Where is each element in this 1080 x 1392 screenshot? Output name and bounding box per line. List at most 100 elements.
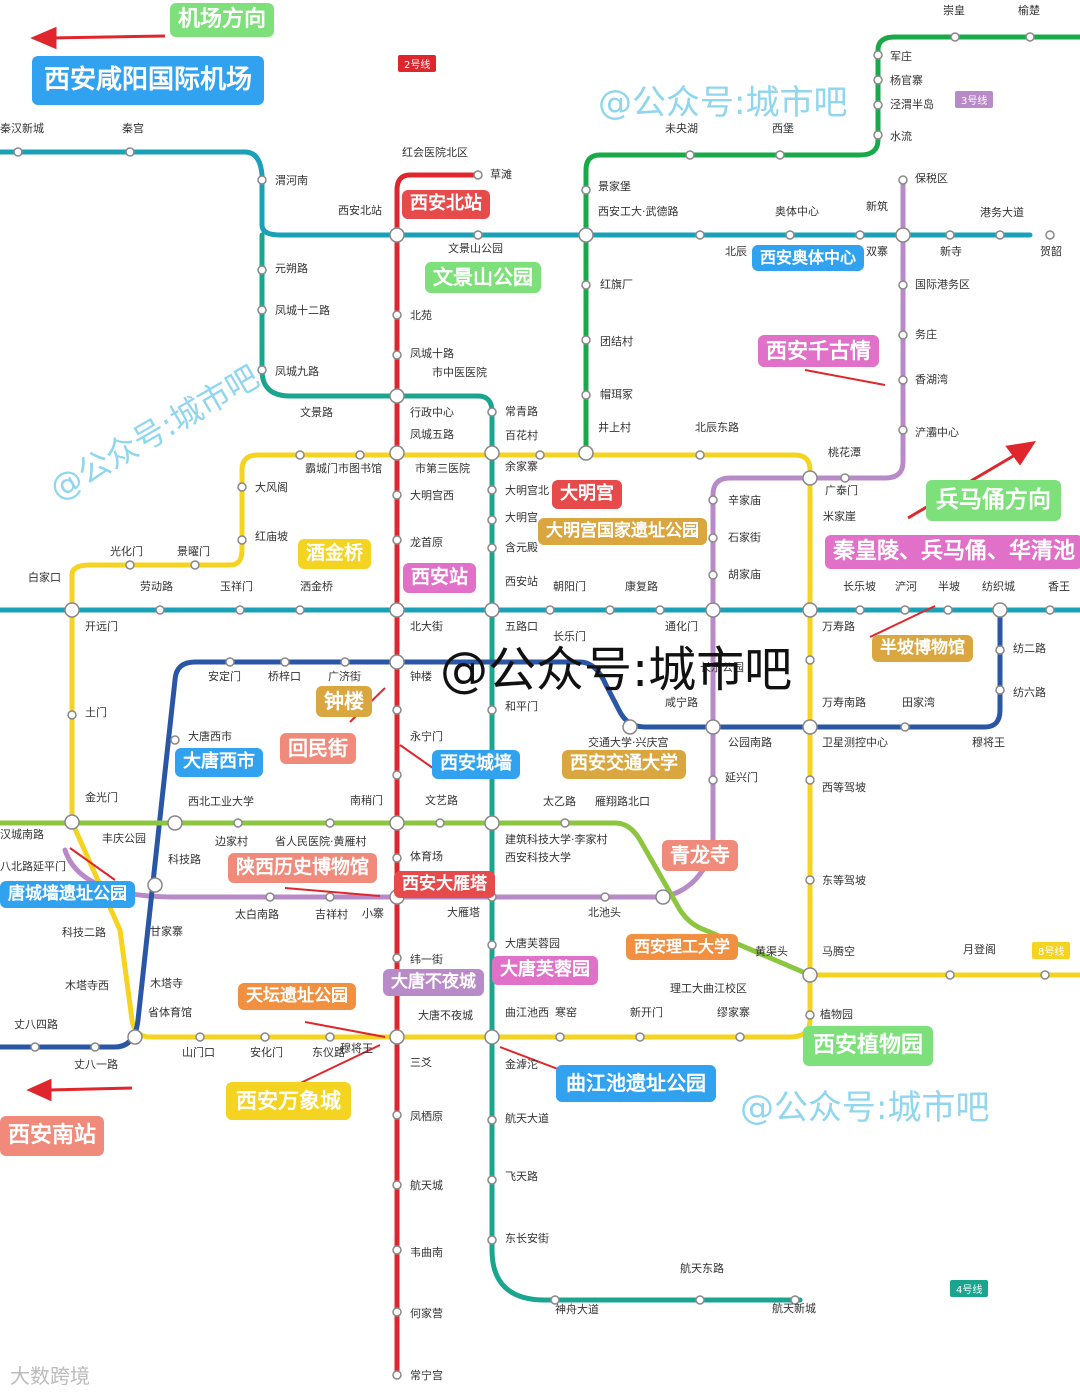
xian-station-label: 西安站 <box>403 563 477 593</box>
station-xianghuwan: 香湖湾 <box>915 372 948 386</box>
line-3-badge: 3号线 <box>955 91 994 108</box>
station-qujiangchixi: 曲江池西 <box>505 1006 549 1019</box>
station-hanchengnan: 汉城南路 <box>0 828 44 841</box>
wanxiang-label: 西安万象城 <box>226 1082 351 1121</box>
station-shijiajie: 石家街 <box>728 530 761 544</box>
station-wenyilu: 文艺路 <box>425 793 458 807</box>
station-qiaozikou: 桥梓口 <box>268 669 301 683</box>
station-jingyaomen: 景曜门 <box>177 544 210 558</box>
station-tonghuamen: 通化门 <box>665 619 698 633</box>
station-ganjiazhai: 甘家寨 <box>150 924 183 938</box>
station-shenzhou: 神舟大道 <box>555 1302 599 1316</box>
station-tuanjiecun: 团结村 <box>600 334 633 348</box>
station-jingjiabao: 景家堡 <box>598 179 631 193</box>
goose-pagoda-label: 西安大雁塔 <box>394 871 495 899</box>
station-wanshounan: 万寿南路 <box>822 695 866 709</box>
datang-west-label: 大唐西市 <box>175 748 263 777</box>
station-xianbei: 西安北站 <box>338 203 382 217</box>
station-xinkaimen: 新开门 <box>630 1005 663 1019</box>
station-xidengjia: 西等驾坡 <box>822 780 866 794</box>
station-sanyao: 三爻 <box>410 1056 432 1069</box>
station-fengcheng5: 凤城五路 <box>410 428 454 441</box>
line-6 <box>0 820 813 978</box>
station-fengqiyuan: 凤栖原 <box>410 1109 443 1123</box>
tiantan-label: 天坛遗址公园 <box>238 983 356 1011</box>
station-dianshita: 穆将王 <box>340 1041 373 1055</box>
station-tumen: 土门 <box>85 705 107 719</box>
station-zhiwuyuan: 植物园 <box>820 1007 853 1021</box>
station-maoerzhong: 帽珥冢 <box>600 388 633 401</box>
station-ligongqujiang: 理工大曲江校区 <box>670 981 747 995</box>
station-xingzheng: 行政中心 <box>410 405 454 419</box>
station-xianzhan: 西安站 <box>505 574 538 588</box>
botanical-label: 西安植物园 <box>803 1026 934 1066</box>
station-fangzhicheng: 纺织城 <box>982 579 1015 593</box>
station-hujiamiao: 胡家庙 <box>728 567 761 581</box>
muslim-street-label: 回民街 <box>280 733 356 764</box>
station-sanyuan: 市第三医院 <box>415 461 470 475</box>
ligong-label: 西安理工大学 <box>626 934 739 960</box>
station-xiangwang: 香王 <box>1048 580 1070 593</box>
station-wenjinglu: 文景路 <box>300 405 333 419</box>
qin-tour-label: 秦皇陵、兵马俑、华清池 <box>825 535 1080 569</box>
station-xinsi: 新寺 <box>940 244 962 258</box>
station-yuxiangmen: 玉祥门 <box>220 579 253 593</box>
watermark-top: @公众号:城市吧 <box>598 83 848 123</box>
station-dayanta: 大雁塔 <box>447 905 480 919</box>
station-fengcheng9: 凤城九路 <box>275 365 319 378</box>
station-changlegongyuan: 长乐公园 <box>700 661 744 674</box>
line-8-badge: 8号线 <box>1032 942 1071 959</box>
station-jianke: 建筑科技大学·李家村 <box>505 832 608 846</box>
station-jingwei: 泾渭半岛 <box>890 97 934 111</box>
furong-label: 大唐芙蓉园 <box>492 956 598 985</box>
station-guanghuamen: 光化门 <box>110 544 143 558</box>
station-hongqichang: 红旗厂 <box>600 277 633 291</box>
station-xinjiamiao: 辛家庙 <box>728 493 761 507</box>
station-chanhe: 浐河 <box>895 580 917 593</box>
station-wulukou: 五路口 <box>505 620 538 633</box>
station-yanxingmen: 延兴门 <box>725 770 758 784</box>
station-hangtiandong: 航天东路 <box>680 1261 724 1275</box>
station-xinzhu: 新筑 <box>866 199 888 213</box>
airport-direction-label: 机场方向 <box>170 3 275 37</box>
station-shengrenmin: 省人民医院·黄雁村 <box>275 834 367 848</box>
station-yuchu: 榆楚 <box>1018 3 1040 17</box>
station-xiaozhai: 小寨 <box>362 906 384 920</box>
daming-label: 大明宫 <box>552 480 622 509</box>
city-wall-label: 西安城墙 <box>432 750 520 779</box>
station-hangtiancheng: 航天城 <box>410 1178 443 1192</box>
qujiang-park-label: 曲江池遗址公园 <box>556 1065 716 1102</box>
station-tianjiawan: 田家湾 <box>902 695 935 709</box>
line-2 <box>394 172 481 1378</box>
station-zhangba1: 丈八一路 <box>74 1058 118 1071</box>
station-hejiaying: 何家营 <box>410 1306 443 1320</box>
station-chonghuang: 崇皇 <box>943 3 965 17</box>
station-fengcheng12: 凤城十二路 <box>275 303 330 317</box>
station-laodonglu: 劳动路 <box>140 580 173 593</box>
station-beichendong: 北辰东路 <box>695 421 739 434</box>
wenjing-park-label: 文景山公园 <box>425 262 541 293</box>
station-changlepo: 长乐坡 <box>843 580 876 593</box>
line-2-badge: 2号线 <box>398 55 437 72</box>
station-yujiazhai: 余家寨 <box>505 459 538 473</box>
station-dongdengjia: 东等驾坡 <box>822 873 866 887</box>
qinglong-label: 青龙寺 <box>662 840 738 871</box>
station-bianjiacun: 边家村 <box>215 834 248 848</box>
station-mijiaya: 米家崖 <box>823 509 856 523</box>
night-city-label: 大唐不夜城 <box>383 969 484 997</box>
station-hangtiandadao: 航天大道 <box>505 1111 549 1125</box>
line-5 <box>0 607 1003 1050</box>
station-yanxiang: 雁翔路北口 <box>595 794 650 808</box>
shaanxi-museum-label: 陕西历史博物馆 <box>228 853 378 883</box>
station-mutasixi: 木塔寺西 <box>65 979 109 992</box>
station-tiyuchang: 体育场 <box>410 849 443 863</box>
south-station-label: 西安南站 <box>0 1116 105 1156</box>
jiujin-label: 酒金桥 <box>298 539 372 569</box>
station-chaoyangmen: 朝阳门 <box>553 579 586 593</box>
station-beichitou: 北池头 <box>588 906 621 919</box>
station-qinhan: 秦汉新城 <box>0 121 44 135</box>
station-zhangba4: 丈八四路 <box>14 1018 58 1031</box>
station-dafengge: 大风阁 <box>255 480 288 494</box>
station-banpo: 半坡 <box>938 579 960 593</box>
station-xianke: 西安科技大学 <box>505 850 571 864</box>
